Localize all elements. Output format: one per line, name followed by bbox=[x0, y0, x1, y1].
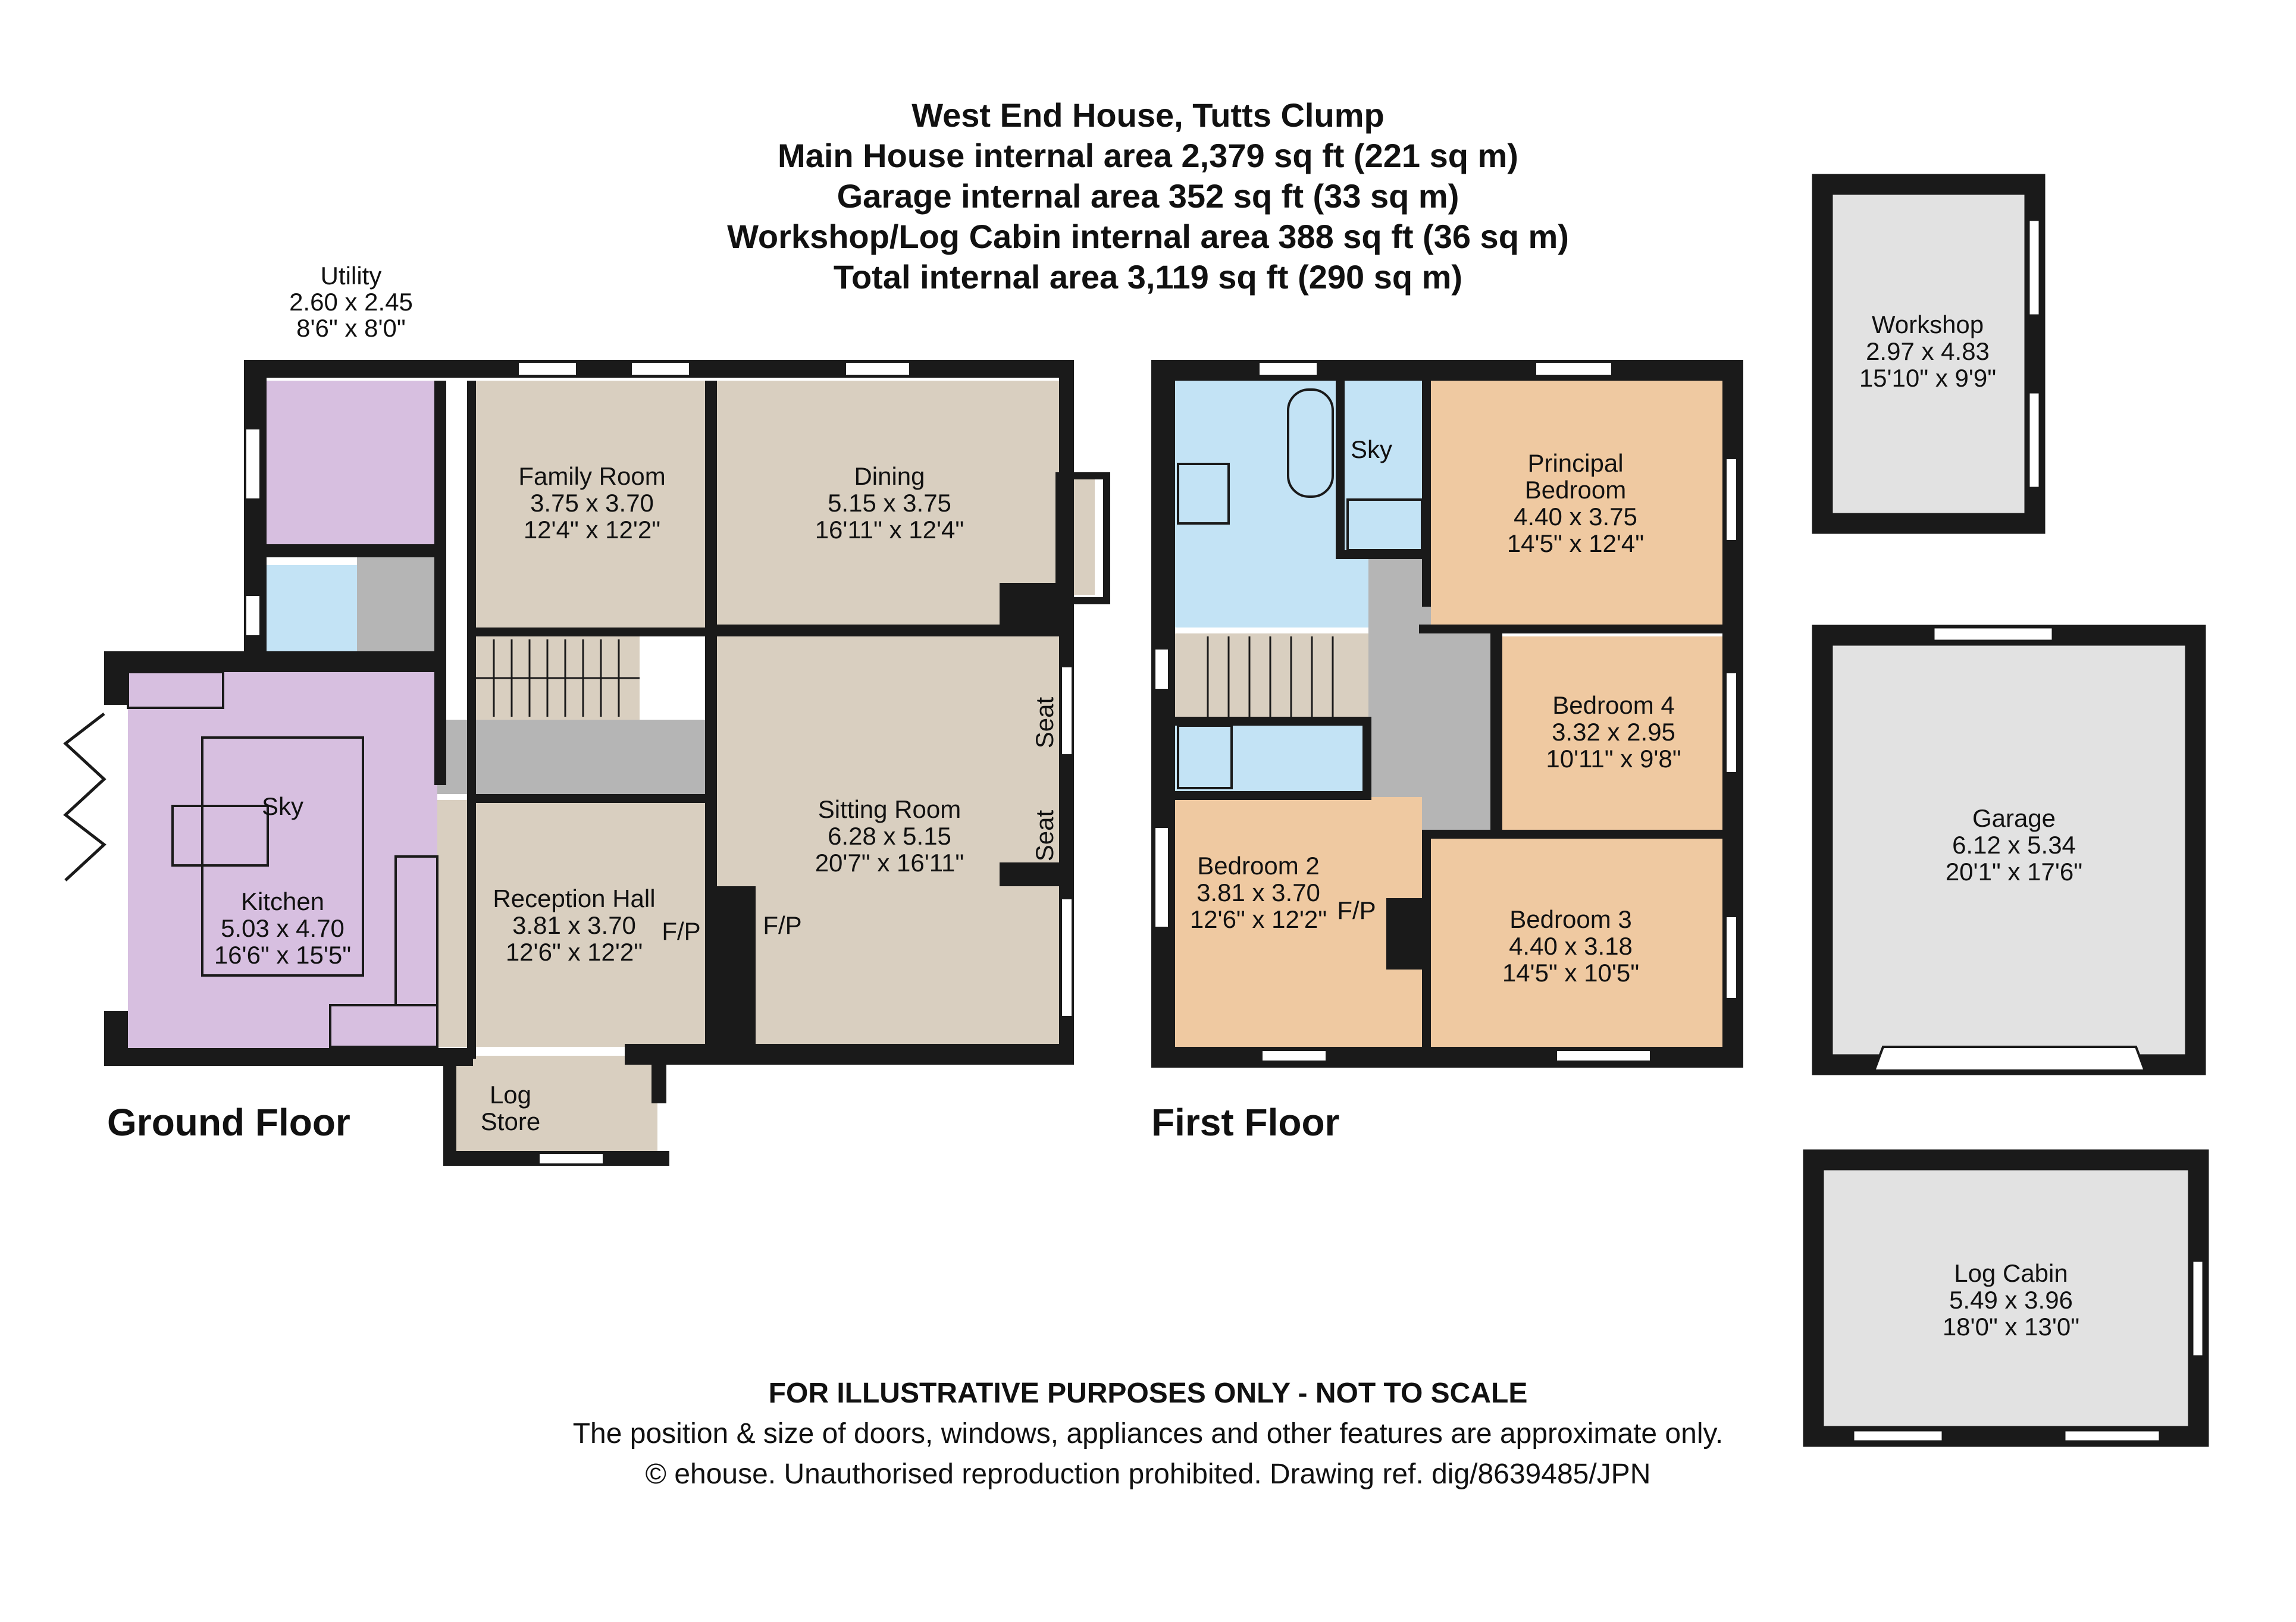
dining-imperial: 16'11" x 12'4" bbox=[815, 516, 964, 544]
bedroom-4-imperial: 10'11" x 9'8" bbox=[1546, 745, 1681, 773]
main-house-area: Main House internal area 2,379 sq ft (22… bbox=[778, 137, 1518, 174]
dining-metric: 5.15 x 3.75 bbox=[828, 489, 951, 517]
first-floor-label: First Floor bbox=[1151, 1101, 1340, 1144]
bedroom-2-metric: 3.81 x 3.70 bbox=[1196, 879, 1320, 906]
family-room bbox=[467, 381, 708, 628]
shower-room bbox=[1175, 723, 1368, 791]
kitchen-imperial: 16'6" x 15'5" bbox=[214, 941, 351, 969]
bifold-doors bbox=[63, 713, 107, 881]
log-store bbox=[455, 1056, 657, 1151]
bedroom-3 bbox=[1431, 839, 1722, 1047]
reception-hall bbox=[467, 800, 714, 1047]
principal-bedroom bbox=[1431, 381, 1722, 628]
garage-metric: 6.12 x 5.34 bbox=[1952, 831, 2076, 859]
first-room-labels: Sky Principal Bedroom 4.40 x 3.75 14'5" … bbox=[1190, 435, 1681, 987]
dining-name: Dining bbox=[854, 462, 925, 490]
log-cabin-metric: 5.49 x 3.96 bbox=[1949, 1286, 2073, 1314]
kitchen-room bbox=[128, 672, 437, 1048]
dining-bay-window bbox=[1055, 472, 1110, 604]
sitting-fireplace-label: F/P bbox=[763, 911, 801, 939]
reception-hall-imperial: 12'6" x 12'2" bbox=[506, 938, 643, 966]
bedroom-3-imperial: 14'5" x 10'5" bbox=[1502, 959, 1639, 987]
principal-bedroom-name-2: Bedroom bbox=[1525, 476, 1626, 504]
utility-name: Utility bbox=[321, 262, 382, 290]
disclaimer-heading: FOR ILLUSTRATIVE PURPOSES ONLY - NOT TO … bbox=[768, 1378, 1528, 1409]
reception-fireplace-label: F/P bbox=[662, 917, 700, 945]
ground-floor-label: Ground Floor bbox=[107, 1101, 350, 1144]
ground-windows bbox=[244, 360, 1074, 1166]
utility-metric: 2.60 x 2.45 bbox=[289, 288, 413, 316]
kitchen-sky-label: Sky bbox=[262, 792, 303, 820]
workshop-name: Workshop bbox=[1872, 310, 1984, 338]
copyright-text: © ehouse. Unauthorised reproduction proh… bbox=[645, 1458, 1651, 1490]
reception-hall-name: Reception Hall bbox=[493, 884, 655, 912]
side-corridor bbox=[437, 800, 467, 1047]
principal-bedroom-metric: 4.40 x 3.75 bbox=[1514, 503, 1637, 531]
principal-bedroom-imperial: 14'5" x 12'4" bbox=[1507, 529, 1644, 557]
bedroom-2-imperial: 12'6" x 12'2" bbox=[1190, 905, 1327, 933]
ground-stairs bbox=[476, 639, 640, 717]
garage-imperial: 20'1" x 17'6" bbox=[1946, 858, 2082, 886]
plan-title: West End House, Tutts Clump bbox=[911, 96, 1385, 134]
kitchen-name: Kitchen bbox=[241, 887, 324, 915]
ground-hallway bbox=[357, 544, 440, 672]
sitting-room-metric: 6.28 x 5.15 bbox=[828, 822, 951, 850]
sitting-room-imperial: 20'7" x 16'11" bbox=[815, 849, 964, 877]
bedroom-2 bbox=[1175, 797, 1422, 1047]
garage-name: Garage bbox=[1972, 804, 2056, 832]
garage-area: Garage internal area 352 sq ft (33 sq m) bbox=[837, 177, 1459, 215]
sitting-room bbox=[714, 636, 1059, 1047]
utility-imperial: 8'6" x 8'0" bbox=[296, 314, 406, 342]
family-room-name: Family Room bbox=[518, 462, 665, 490]
log-cabin-imperial: 18'0" x 13'0" bbox=[1943, 1313, 2079, 1341]
workshop-metric: 2.97 x 4.83 bbox=[1866, 337, 1990, 365]
log-store-name-1: Log bbox=[490, 1081, 531, 1109]
bedroom-4 bbox=[1502, 636, 1722, 833]
log-cabin-name: Log Cabin bbox=[1954, 1259, 2068, 1287]
log-store-name-2: Store bbox=[481, 1108, 540, 1135]
kitchen-fittings bbox=[127, 671, 438, 1048]
reception-hall-metric: 3.81 x 3.70 bbox=[512, 911, 636, 939]
seat-label-1: Seat bbox=[1030, 697, 1058, 748]
sitting-room-name: Sitting Room bbox=[818, 795, 961, 823]
bedroom-4-name: Bedroom 4 bbox=[1552, 691, 1674, 719]
ground-floor-plan: Utility 2.60 x 2.45 8'6" x 8'0" Family R… bbox=[63, 262, 1110, 1166]
workshop-plan: Workshop 2.97 x 4.83 15'10" x 9'9" bbox=[1812, 174, 2046, 534]
ensuite-sky-label: Sky bbox=[1351, 435, 1392, 463]
family-room-imperial: 12'4" x 12'2" bbox=[524, 516, 660, 544]
ground-room-labels: Utility 2.60 x 2.45 8'6" x 8'0" Family R… bbox=[214, 262, 1058, 1135]
staircase-first bbox=[1175, 633, 1368, 720]
first-windows bbox=[1153, 360, 1739, 1063]
total-area: Total internal area 3,119 sq ft (290 sq … bbox=[833, 258, 1463, 296]
ensuite bbox=[1342, 381, 1425, 553]
first-stairs bbox=[1207, 636, 1334, 717]
first-floor-plan: Sky Principal Bedroom 4.40 x 3.75 14'5" … bbox=[1151, 360, 1743, 1068]
wc-room bbox=[267, 565, 357, 663]
disclaimer-text: The position & size of doors, windows, a… bbox=[572, 1418, 1724, 1450]
utility-room bbox=[267, 381, 440, 544]
log-cabin-plan: Log Cabin 5.49 x 3.96 18'0" x 13'0" bbox=[1803, 1149, 2209, 1447]
kitchen-metric: 5.03 x 4.70 bbox=[221, 914, 344, 942]
workshop-imperial: 15'10" x 9'9" bbox=[1859, 364, 1996, 392]
ground-walls bbox=[104, 360, 1074, 1166]
bedroom-4-metric: 3.32 x 2.95 bbox=[1552, 718, 1675, 746]
bathroom-fittings bbox=[1177, 388, 1423, 789]
bedroom-3-metric: 4.40 x 3.18 bbox=[1509, 932, 1633, 960]
family-room-metric: 3.75 x 3.70 bbox=[530, 489, 654, 517]
principal-bedroom-name-1: Principal bbox=[1527, 449, 1623, 477]
bedroom-2-name: Bedroom 2 bbox=[1197, 852, 1319, 880]
bedroom-3-name: Bedroom 3 bbox=[1509, 905, 1631, 933]
seat-label-2: Seat bbox=[1030, 810, 1058, 861]
bedroom-2-fireplace-label: F/P bbox=[1337, 896, 1376, 924]
workshop-area: Workshop/Log Cabin internal area 388 sq … bbox=[727, 218, 1569, 255]
ground-hallway-lower bbox=[437, 720, 714, 794]
first-landing-right bbox=[1428, 625, 1496, 833]
garage-plan: Garage 6.12 x 5.34 20'1" x 17'6" bbox=[1812, 625, 2206, 1075]
